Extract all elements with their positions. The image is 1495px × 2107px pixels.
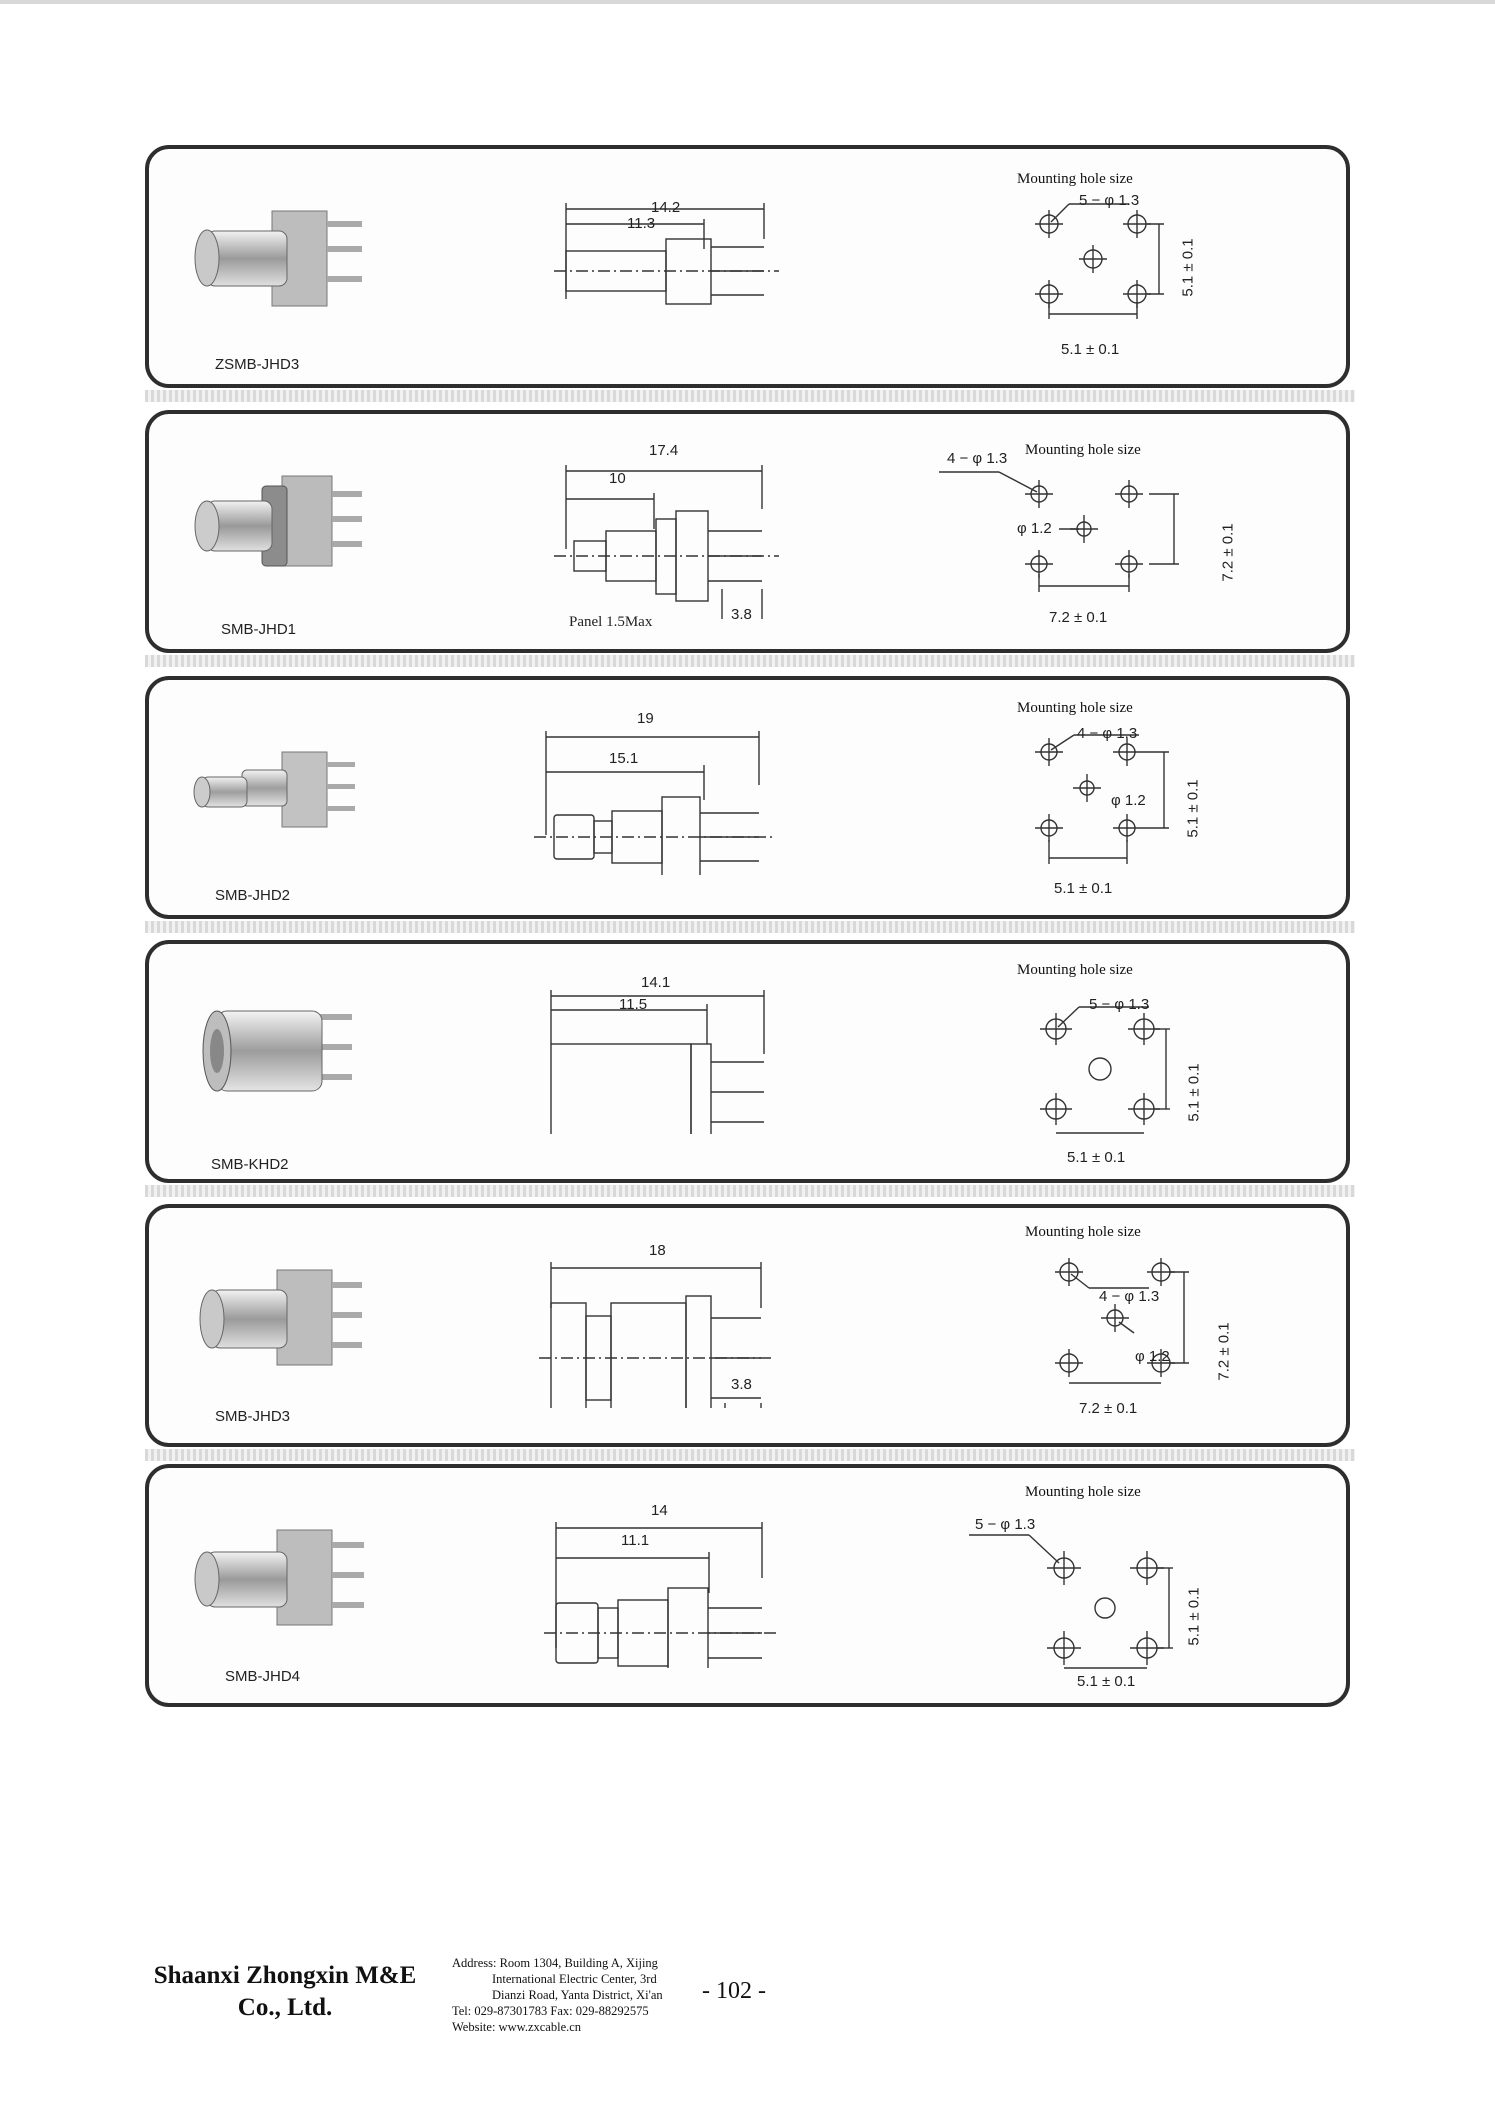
scan-band [145, 1185, 1355, 1197]
hole-pattern [969, 1534, 1173, 1669]
part-name: SMB-JHD2 [215, 887, 291, 904]
hole-spacing-vertical: 5.1 ± 0.1 [1184, 779, 1202, 838]
dimension-overall: 14.2 [651, 199, 681, 216]
connector-photo [193, 751, 355, 828]
hole-callout: 5 − φ 1.3 [975, 1516, 1036, 1533]
outline-drawing [554, 203, 779, 305]
dimension-overall: 17.4 [649, 442, 679, 459]
hole-callout-center: φ 1.2 [1111, 792, 1146, 809]
scan-band [145, 655, 1355, 667]
outline-drawing [554, 465, 779, 619]
hole-callout: 4 − φ 1.3 [1077, 725, 1138, 742]
mounting-hole-title: Mounting hole size [1017, 962, 1133, 978]
address-line: International Electric Center, 3rd [492, 1972, 657, 1986]
hole-callout: 4 − φ 1.3 [947, 450, 1008, 467]
hole-spacing-vertical: 5.1 ± 0.1 [1185, 1587, 1203, 1646]
hole-callout: 5 − φ 1.3 [1079, 192, 1140, 209]
outline-drawing [544, 1522, 779, 1668]
hole-spacing-vertical: 7.2 ± 0.1 [1215, 1322, 1233, 1381]
part-name: SMB-JHD1 [221, 621, 297, 638]
page-number: - 102 - [702, 1978, 766, 2004]
hole-pattern [939, 471, 1179, 592]
part-name: SMB-KHD2 [211, 1156, 289, 1173]
part-name: ZSMB-JHD3 [215, 356, 300, 373]
dimension-body: 10 [609, 470, 626, 487]
hole-callout: 5 − φ 1.3 [1089, 996, 1150, 1013]
dimension-body: 15.1 [609, 750, 639, 767]
hole-callout: 4 − φ 1.3 [1099, 1288, 1160, 1305]
outline-drawing [534, 731, 774, 875]
scan-band [145, 1449, 1355, 1461]
connector-photo [194, 475, 362, 567]
hole-pattern [1035, 734, 1169, 864]
mounting-hole-title: Mounting hole size [1017, 700, 1133, 716]
product-panel-zsmb-jhd3: ZSMB-JHD3 14.2 11.3 Mounting hole size 5… [145, 145, 1350, 388]
website: Website: www.zxcable.cn [452, 2020, 582, 2034]
mounting-hole-title: Mounting hole size [1025, 442, 1141, 458]
outline-drawing [550, 990, 765, 1134]
hole-spacing-horizontal: 5.1 ± 0.1 [1077, 1673, 1136, 1690]
panel-note: Panel 1.5Max [569, 614, 653, 630]
hole-spacing-vertical: 5.1 ± 0.1 [1179, 238, 1197, 297]
product-panel-smb-khd2: SMB-KHD2 14.1 11.5 Mounting hole size 5 … [145, 940, 1350, 1183]
connector-photo [194, 210, 362, 307]
outline-drawing [539, 1262, 774, 1408]
company-address: Address: Room 1304, Building A, Xijing I… [452, 1955, 692, 2035]
hole-spacing-horizontal: 7.2 ± 0.1 [1049, 609, 1108, 626]
hole-spacing-vertical: 7.2 ± 0.1 [1219, 523, 1237, 582]
part-name: SMB-JHD3 [215, 1408, 291, 1425]
dimension-overall: 19 [637, 710, 654, 727]
hole-spacing-horizontal: 7.2 ± 0.1 [1079, 1400, 1138, 1417]
dimension-overall: 14 [651, 1502, 668, 1519]
hole-spacing-horizontal: 5.1 ± 0.1 [1061, 341, 1120, 358]
company-name: Shaanxi Zhongxin M&E Co., Ltd. [153, 1962, 417, 2021]
hole-spacing-horizontal: 5.1 ± 0.1 [1067, 1149, 1126, 1166]
dimension-body: 11.3 [627, 215, 656, 232]
dimension-overall: 14.1 [641, 974, 671, 991]
mounting-hole-title: Mounting hole size [1017, 171, 1133, 187]
product-panel-smb-jhd2: SMB-JHD2 19 15.1 Mounting hole size 4 − … [145, 676, 1350, 919]
phone-fax: Tel: 029-87301783 Fax: 029-88292575 [452, 2004, 649, 2018]
hole-spacing-horizontal: 5.1 ± 0.1 [1054, 880, 1113, 897]
address-line: Address: Room 1304, Building A, Xijing [452, 1956, 658, 1970]
product-panel-smb-jhd4: SMB-JHD4 14 11.1 Mounting hole size 5 − … [145, 1464, 1350, 1707]
dimension-pin: 3.8 [731, 606, 752, 623]
dimension-pin: 3.8 [731, 1376, 752, 1393]
dimension-body: 11.5 [619, 996, 648, 1013]
hole-pattern [1035, 203, 1164, 319]
product-panel-smb-jhd3: SMB-JHD3 18 3.8 Mounting hole size 4 − [145, 1204, 1350, 1447]
scan-band [145, 921, 1355, 933]
address-line: Dianzi Road, Yanta District, Xi'an [492, 1988, 663, 2002]
scan-band [145, 390, 1355, 402]
hole-callout-center: φ 1.2 [1135, 1348, 1170, 1365]
hole-pattern [1055, 1258, 1189, 1384]
part-name: SMB-JHD4 [225, 1668, 301, 1685]
dimension-overall: 18 [649, 1242, 666, 1259]
connector-photo [199, 1269, 362, 1366]
page-top-edge [0, 0, 1495, 4]
dimension-body: 11.1 [621, 1532, 650, 1549]
hole-pattern [1040, 1006, 1170, 1134]
mounting-hole-title: Mounting hole size [1025, 1484, 1141, 1500]
connector-photo [194, 1529, 364, 1626]
connector-photo [202, 1010, 352, 1092]
hole-spacing-vertical: 5.1 ± 0.1 [1185, 1063, 1203, 1122]
mounting-hole-title: Mounting hole size [1025, 1224, 1141, 1240]
product-panel-smb-jhd1: SMB-JHD1 17.4 10 3.8 Panel 1.5Max Mounti… [145, 410, 1350, 653]
hole-callout-center: φ 1.2 [1017, 520, 1052, 537]
